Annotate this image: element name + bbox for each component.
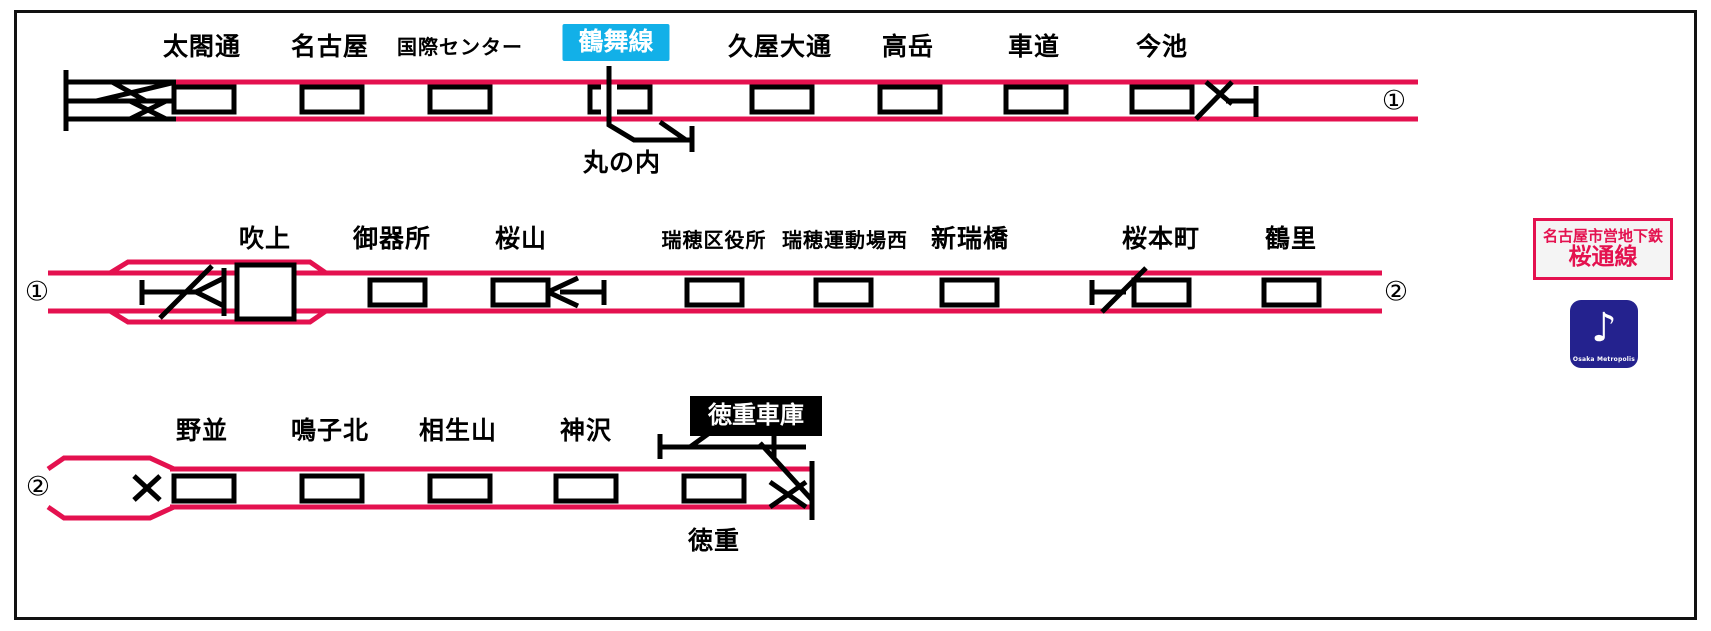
- legend-line-name: 桜通線: [1568, 244, 1638, 271]
- logo-caption: Osaka Metropolis: [1572, 356, 1636, 363]
- branch-station-label-marunouchi: 丸の内: [582, 148, 662, 177]
- row-continuation-marker-left: ①: [24, 276, 50, 308]
- station-label: 野並: [175, 416, 229, 445]
- station-label: 太閤通: [162, 32, 242, 61]
- station-label: 鳴子北: [290, 416, 370, 445]
- diagram-frame: [14, 10, 1697, 620]
- station-label: 鶴里: [1264, 224, 1318, 253]
- terminus-station-label-tokushige: 徳重: [687, 526, 741, 555]
- station-label: 車道: [1007, 32, 1061, 61]
- station-label: 高岳: [881, 32, 935, 61]
- station-label: 桜本町: [1121, 224, 1201, 253]
- station-label: 瑞穂運動場西: [782, 228, 908, 252]
- row-continuation-marker-left: ②: [25, 471, 51, 503]
- station-label: 桜山: [494, 224, 548, 253]
- row-continuation-marker-right: ②: [1383, 276, 1409, 308]
- legend-operator: 名古屋市営地下鉄: [1542, 226, 1663, 245]
- station-label: 今池: [1135, 32, 1189, 61]
- station-label: 名古屋: [290, 32, 370, 61]
- logo-mark-icon: ♪: [1591, 304, 1617, 351]
- station-label: 吹上: [238, 224, 292, 253]
- station-label: 瑞穂区役所: [661, 228, 767, 252]
- depot-label-tokushige[interactable]: 徳重車庫: [690, 396, 822, 436]
- station-label: 久屋大通: [727, 32, 833, 61]
- station-label: 新瑞橋: [930, 224, 1010, 253]
- station-label: 御器所: [352, 224, 432, 253]
- station-label: 神沢: [559, 416, 613, 445]
- line-legend-box: 名古屋市営地下鉄 桜通線: [1533, 218, 1673, 280]
- operator-logo-badge: ♪ Osaka Metropolis: [1570, 300, 1638, 368]
- station-label: 国際センター: [397, 35, 523, 59]
- station-label: 相生山: [418, 416, 498, 445]
- row-continuation-marker-right: ①: [1381, 85, 1407, 117]
- connecting-line-tag-tsurumai[interactable]: 鶴舞線: [562, 24, 670, 61]
